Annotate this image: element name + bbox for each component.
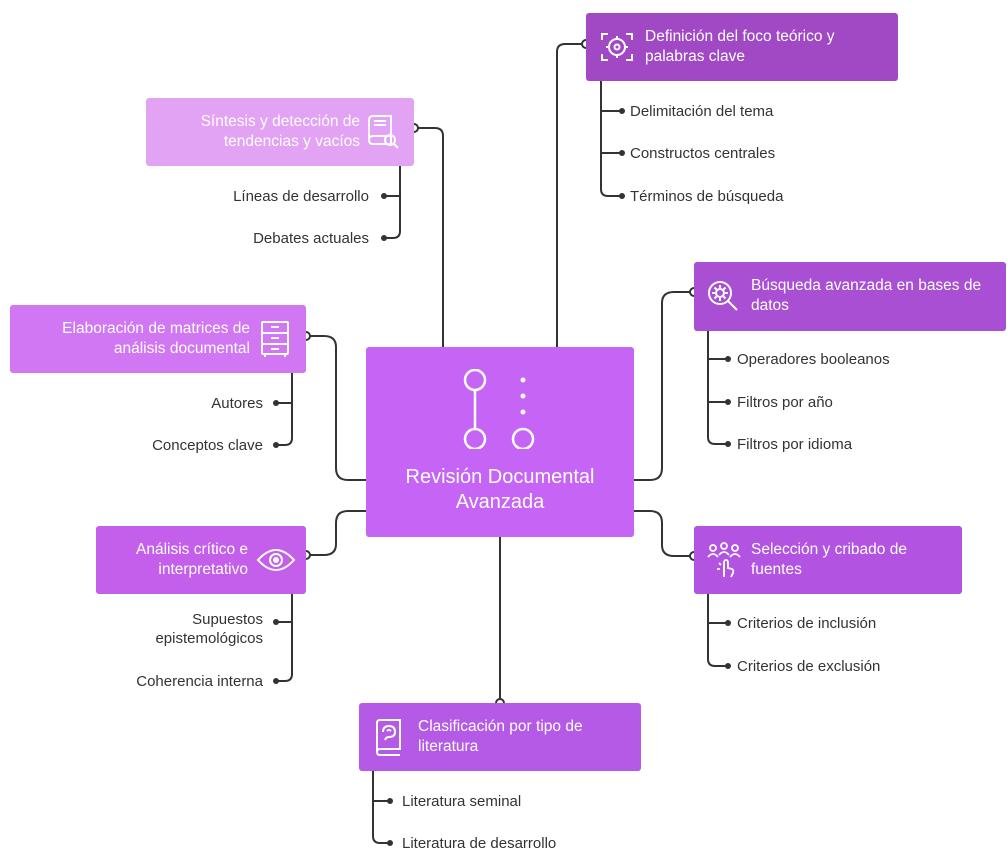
focus-target-icon <box>601 33 633 61</box>
node-title: Clasificación por tipo de literatura <box>418 718 583 755</box>
list-item: Términos de búsqueda <box>630 188 784 205</box>
list-item: Supuestos epistemológicos <box>113 610 263 648</box>
eye-icon <box>256 549 296 571</box>
brain-book-icon <box>375 719 401 756</box>
node-sintesis[interactable]: Síntesis y detección de tendencias y vac… <box>146 98 414 166</box>
filing-cabinet-icon <box>261 321 289 357</box>
list-item-text: Supuestos epistemológicos <box>155 611 263 647</box>
list-item: Conceptos clave <box>152 437 263 454</box>
center-node[interactable]: Revisión Documental Avanzada <box>366 347 634 537</box>
list-item: Filtros por año <box>737 394 833 411</box>
node-title: Definición del foco teórico y palabras c… <box>645 28 835 65</box>
list-item: Literatura de desarrollo <box>402 835 557 852</box>
node-clasificacion[interactable]: Clasificación por tipo de literatura <box>359 703 641 771</box>
list-item: Literatura seminal <box>402 793 522 810</box>
people-select-icon <box>707 542 741 578</box>
book-search-icon <box>368 115 399 149</box>
list-item: Líneas de desarrollo <box>233 188 369 205</box>
list-item: Autores <box>211 395 263 412</box>
node-matrices[interactable]: Elaboración de matrices de análisis docu… <box>10 305 306 373</box>
center-title: Revisión Documental Avanzada <box>405 466 595 513</box>
list-item: Constructos centrales <box>630 145 776 162</box>
list-item: Operadores booleanos <box>737 351 890 368</box>
search-gear-icon <box>708 281 738 311</box>
list-item: Criterios de inclusión <box>737 615 877 632</box>
node-seleccion[interactable]: Selección y cribado de fuentes <box>694 526 962 594</box>
network-nodes-icon <box>463 369 535 449</box>
node-analisis[interactable]: Análisis crítico e interpretativo <box>96 526 306 594</box>
node-title: Búsqueda avanzada en bases de datos <box>751 277 982 314</box>
node-title: Selección y cribado de fuentes <box>751 541 907 578</box>
node-title: Análisis crítico e interpretativo <box>136 541 248 578</box>
list-item: Filtros por idioma <box>737 436 853 453</box>
list-item: Coherencia interna <box>136 673 263 690</box>
node-definicion[interactable]: Definición del foco teórico y palabras c… <box>586 13 898 81</box>
node-busqueda[interactable]: Búsqueda avanzada en bases de datos <box>694 262 1006 331</box>
list-item: Criterios de exclusión <box>737 658 881 675</box>
node-title: Síntesis y detección de tendencias y vac… <box>200 113 360 150</box>
list-item: Delimitación del tema <box>630 103 774 120</box>
node-title: Elaboración de matrices de análisis docu… <box>62 320 250 357</box>
list-item: Debates actuales <box>253 230 369 247</box>
